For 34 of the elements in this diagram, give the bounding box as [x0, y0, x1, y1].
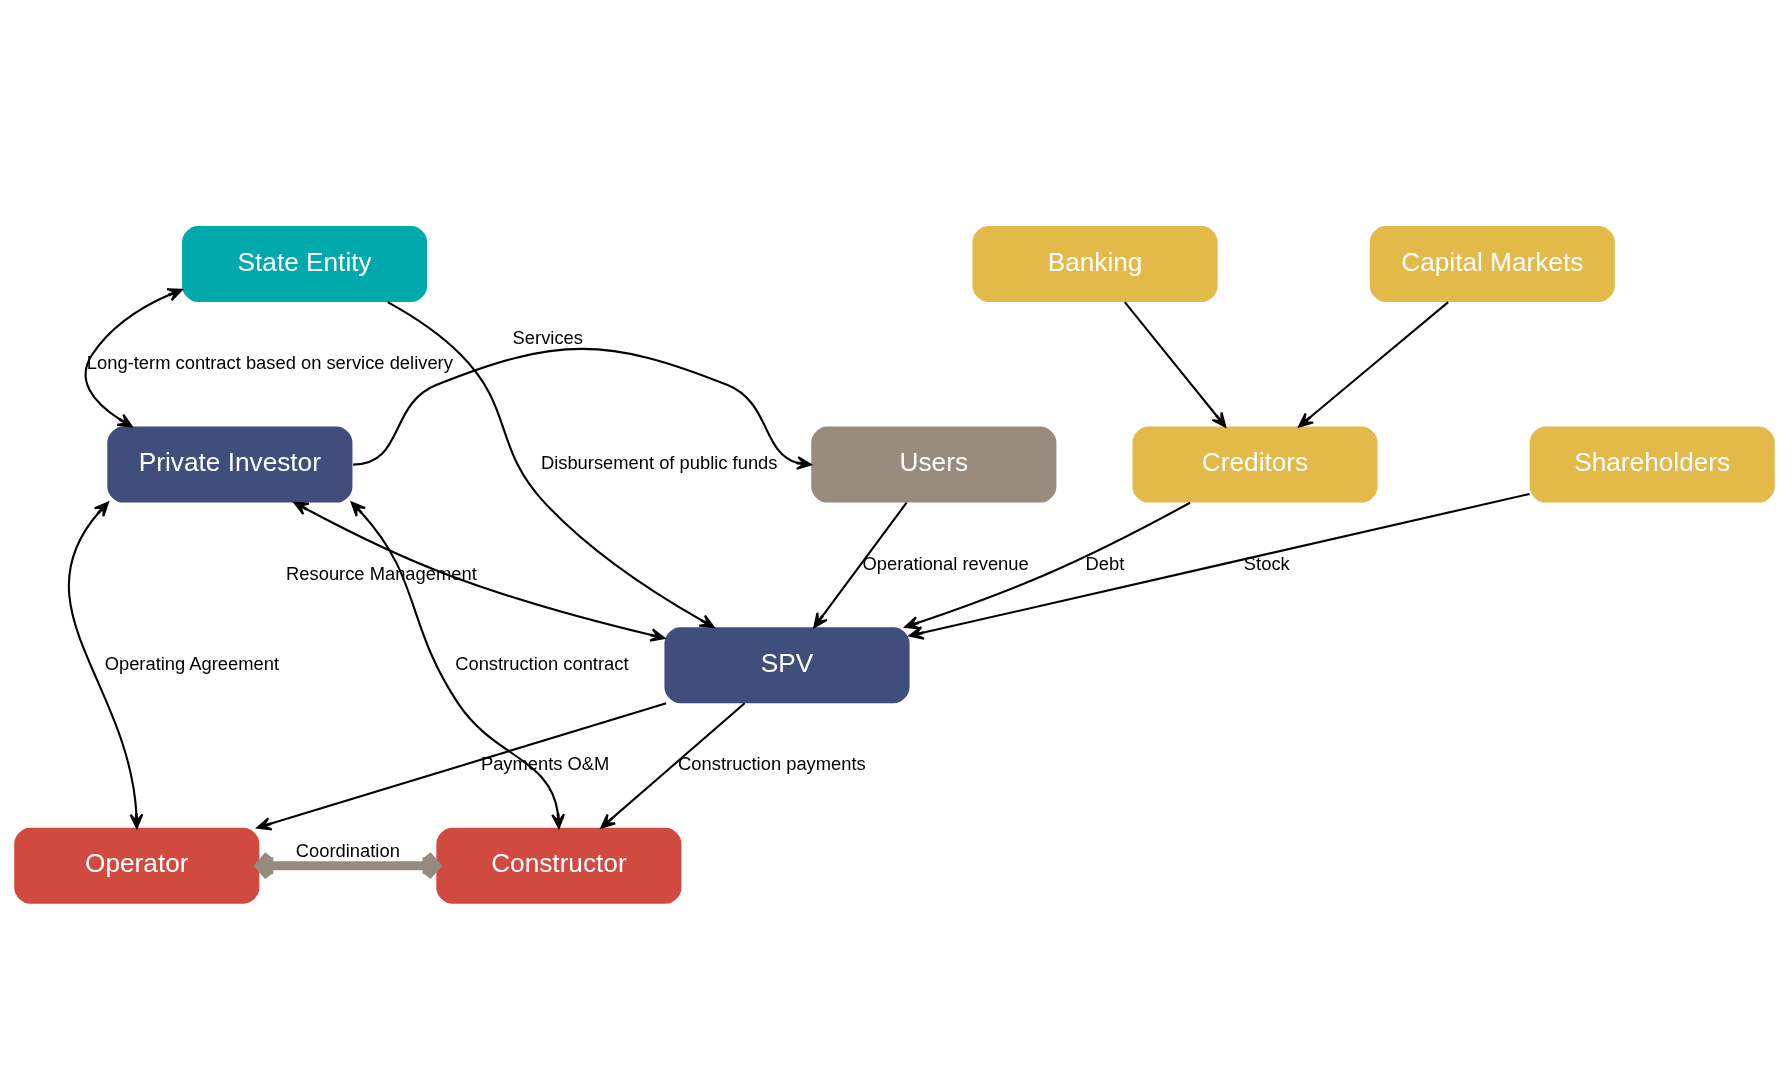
- arrow: [254, 850, 441, 881]
- node-box: Users: [811, 426, 1057, 503]
- node-box: Operator: [14, 827, 260, 904]
- arrow: [256, 702, 667, 831]
- edge-label: Long-term contract based on service delivery: [86, 352, 453, 374]
- node-box: SPV: [664, 627, 910, 704]
- node-box: State Entity: [182, 226, 428, 303]
- node-box: Private Investor: [107, 426, 353, 503]
- node-box: Capital Markets: [1369, 226, 1615, 303]
- arrow: [387, 301, 715, 629]
- node-box: Constructor: [436, 827, 682, 904]
- arrow: [813, 502, 908, 628]
- edge-label: Construction payments: [678, 753, 866, 775]
- arrow: [350, 501, 566, 829]
- node-box: Banking: [972, 226, 1218, 303]
- arrow: [908, 492, 1530, 640]
- arrow: [84, 288, 183, 428]
- arrow: [1123, 301, 1227, 428]
- arrow: [1298, 301, 1449, 428]
- arrow: [904, 501, 1191, 630]
- arrow: [67, 501, 144, 829]
- edge-label: Services: [512, 326, 583, 348]
- node-box: Shareholders: [1529, 426, 1775, 503]
- arrow: [353, 347, 812, 470]
- arrow: [600, 702, 746, 829]
- edge-label: Coordination: [295, 839, 400, 861]
- edge-label: Operating Agreement: [104, 653, 280, 675]
- edge-label: Stock: [1243, 552, 1290, 574]
- node-box: Creditors: [1132, 426, 1378, 503]
- edge-label: Debt: [1085, 552, 1125, 574]
- edge-label: Construction contract: [455, 653, 629, 675]
- edge-label: Disbursement of public funds: [540, 452, 778, 474]
- edge-label: Operational revenue: [862, 552, 1029, 574]
- arrow: [293, 501, 666, 642]
